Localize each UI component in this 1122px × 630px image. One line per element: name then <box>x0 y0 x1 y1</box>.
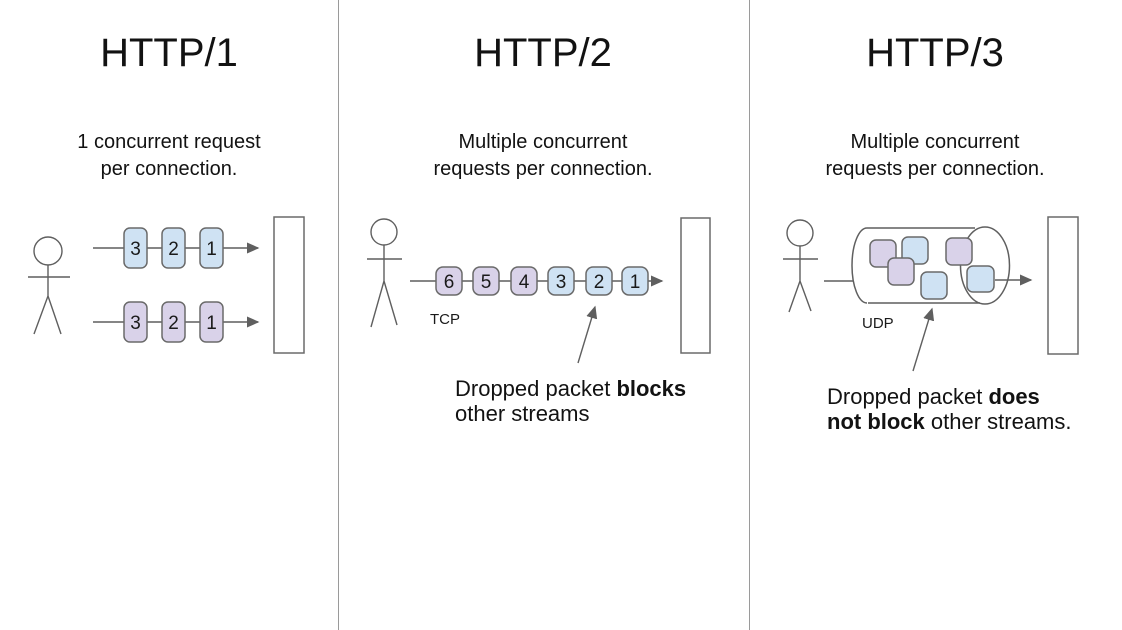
http1-diagram: 3 2 1 3 2 1 <box>28 216 305 354</box>
column-divider <box>749 0 750 630</box>
http2-diagram: 6 5 4 3 2 1 <box>367 217 711 364</box>
packet-number: 6 <box>444 272 455 293</box>
packet-number: 3 <box>556 272 567 293</box>
http1-subtitle-line1: 1 concurrent request <box>77 131 261 153</box>
packet-box <box>510 266 538 296</box>
http3-dropped-packet-annotation: Dropped packet does not block other stre… <box>827 384 1072 434</box>
packet-box <box>585 266 613 296</box>
http1-title: HTTP/1 <box>100 31 238 75</box>
http3-diagram <box>783 216 1079 372</box>
udp-tunnel-shape <box>851 227 980 304</box>
packet-box <box>966 265 995 293</box>
http3-subtitle-line1: Multiple concurrent <box>850 131 1020 153</box>
http1-subtitle: 1 concurrent request per connection. <box>0 129 338 183</box>
http2-subtitle-line2: requests per connection. <box>433 158 653 180</box>
packet-number: 1 <box>206 239 217 260</box>
packet-box <box>199 301 224 343</box>
drop-pointer-arrow <box>577 305 598 364</box>
packet-number: 3 <box>130 313 141 334</box>
packet-number: 2 <box>168 239 179 260</box>
http2-subtitle-line1: Multiple concurrent <box>458 131 628 153</box>
packet-box <box>945 237 973 266</box>
drop-pointer-arrow <box>912 307 935 372</box>
packet-box <box>123 301 148 343</box>
column-divider <box>338 0 339 630</box>
packet-number: 5 <box>481 272 492 293</box>
http3-title: HTTP/3 <box>866 31 1004 75</box>
stick-figure-icon <box>367 218 402 328</box>
packet-box <box>547 266 575 296</box>
http2-dropped-packet-annotation: Dropped packet blocks other streams <box>455 376 686 426</box>
http3-subtitle-line2: requests per connection. <box>825 158 1045 180</box>
annotation-line: Dropped packet blocks <box>455 376 687 401</box>
server-box <box>273 216 305 354</box>
packet-box <box>901 236 929 265</box>
stick-figure-icon <box>28 236 70 335</box>
packet-box <box>435 266 463 296</box>
packet-box <box>161 227 186 269</box>
http2-title: HTTP/2 <box>474 31 612 75</box>
packet-number: 3 <box>130 239 141 260</box>
annotation-line: Dropped packet does <box>827 384 1040 409</box>
packet-number: 1 <box>630 272 641 293</box>
packet-box <box>887 257 915 286</box>
packet-number: 2 <box>594 272 605 293</box>
http1-subtitle-line2: per connection. <box>100 158 238 180</box>
annotation-line: not block other streams. <box>827 409 1072 434</box>
server-box <box>1047 216 1079 355</box>
http3-subtitle: Multiple concurrent requests per connect… <box>748 129 1122 183</box>
annotation-line: other streams <box>455 401 590 426</box>
stick-figure-icon <box>783 219 818 313</box>
packet-box <box>920 271 948 300</box>
server-box <box>680 217 711 354</box>
packet-number: 1 <box>206 313 217 334</box>
tcp-label: TCP <box>430 311 460 328</box>
packet-box <box>199 227 224 269</box>
packet-box <box>161 301 186 343</box>
packet-box <box>621 266 649 296</box>
packet-number: 4 <box>519 272 530 293</box>
packet-number: 2 <box>168 313 179 334</box>
packet-box <box>123 227 148 269</box>
http2-subtitle: Multiple concurrent requests per connect… <box>338 129 748 183</box>
udp-label: UDP <box>862 315 894 332</box>
packet-box <box>472 266 500 296</box>
